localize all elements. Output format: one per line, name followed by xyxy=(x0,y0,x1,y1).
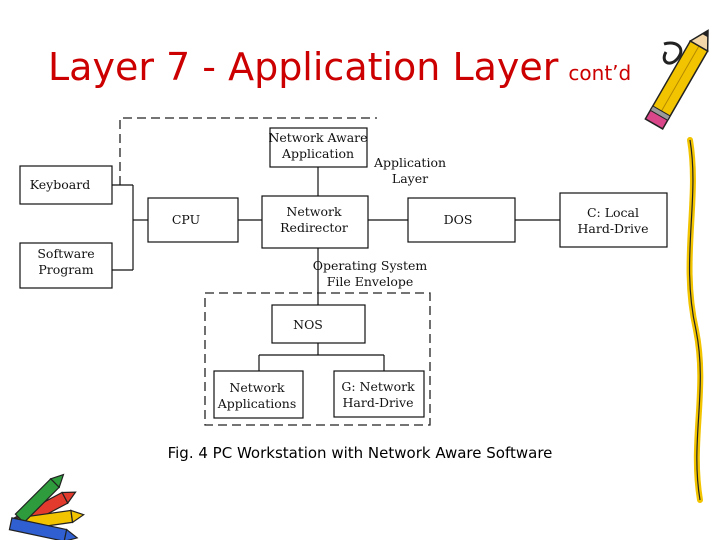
c-local-hard-drive-label-line: C: Local xyxy=(587,205,639,220)
dos-box xyxy=(407,197,516,243)
application-layer-label-line: Layer xyxy=(392,171,428,186)
dos-label: DOS xyxy=(444,212,473,227)
cpu-label-line: CPU xyxy=(172,212,200,227)
network-applications-box xyxy=(213,370,304,419)
keyboard-label: Keyboard xyxy=(30,177,90,192)
keyboard-box xyxy=(19,165,113,205)
cpu-box xyxy=(147,197,239,243)
slide-title-suffix: cont’d xyxy=(568,61,632,85)
pencil-icon xyxy=(644,29,709,503)
network-redirector-box xyxy=(261,195,369,249)
network-redirector-label-line: Network xyxy=(286,204,342,219)
operating-system-file-envelope-label-line: File Envelope xyxy=(327,274,414,289)
network-redirector-label-line: Redirector xyxy=(280,220,348,235)
operating-system-file-envelope-label-line: Operating System xyxy=(313,258,428,273)
network-aware-application-label-line: Network Aware xyxy=(268,130,367,145)
nos-box xyxy=(271,304,366,344)
network-aware-application-box xyxy=(269,127,368,168)
nos-label: NOS xyxy=(293,317,323,332)
slide-title: Layer 7 - Application Layer cont’d xyxy=(48,48,631,86)
figure-caption: Fig. 4 PC Workstation with Network Aware… xyxy=(167,444,553,462)
nos-label-line: NOS xyxy=(293,317,323,332)
slide-title-main: Layer 7 - Application Layer xyxy=(48,45,559,89)
g-network-hard-drive-label-line: G: Network xyxy=(341,379,415,394)
crayons-icon xyxy=(8,473,85,540)
cpu-label: CPU xyxy=(172,212,200,227)
dos-label-line: DOS xyxy=(444,212,473,227)
connectors xyxy=(112,167,560,371)
network-applications-label-line: Network xyxy=(229,380,285,395)
network-applications-label-line: Applications xyxy=(217,396,297,411)
c-local-hard-drive-box xyxy=(559,192,668,248)
software-program-box xyxy=(19,242,113,289)
software-program-label-line: Software xyxy=(37,246,94,261)
application-layer-label-line: Application xyxy=(373,155,446,170)
g-network-hard-drive-box xyxy=(333,370,425,418)
g-network-hard-drive-label-line: Hard-Drive xyxy=(342,395,413,410)
network-aware-application-label-line: Application xyxy=(281,146,354,161)
keyboard-label-line: Keyboard xyxy=(30,177,90,192)
software-program-label-line: Program xyxy=(38,262,93,277)
application-layer-boundary xyxy=(119,117,377,185)
c-local-hard-drive-label-line: Hard-Drive xyxy=(577,221,648,236)
